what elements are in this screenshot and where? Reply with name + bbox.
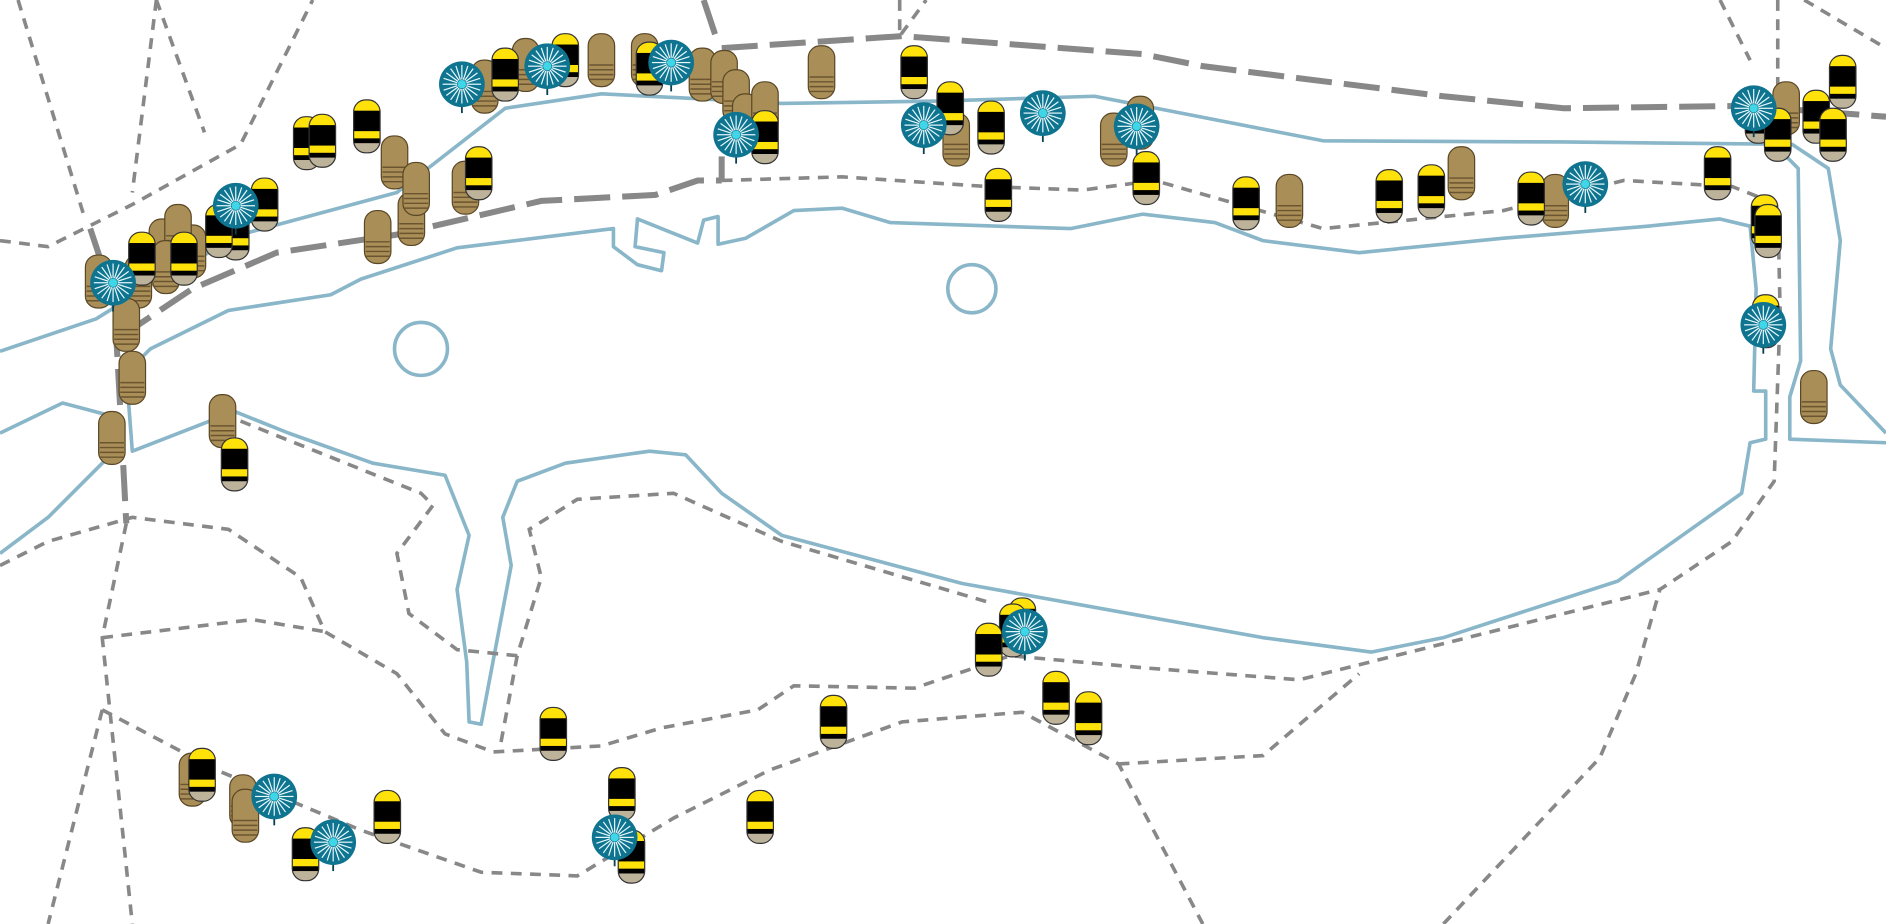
main-path [118,177,722,340]
hive-marker[interactable] [402,161,431,216]
trail [1718,0,1752,61]
bee-marker[interactable] [1754,203,1782,259]
bee-marker[interactable] [308,113,337,168]
bee-marker[interactable] [170,231,198,286]
trail [239,419,987,658]
bee-marker[interactable] [220,437,249,492]
hive-marker[interactable] [587,33,616,88]
hive-marker[interactable] [363,209,392,265]
bee-marker[interactable] [491,47,520,102]
bee-marker[interactable] [936,81,965,136]
hive-marker[interactable] [1799,369,1828,425]
bee-marker[interactable] [1828,54,1857,109]
hive-marker[interactable] [118,350,147,405]
tree-marker[interactable] [1113,103,1160,156]
bee-marker[interactable] [1232,176,1260,231]
trail [0,515,1661,754]
tree-marker[interactable] [251,773,298,826]
tree-marker[interactable] [1019,90,1066,142]
bee-marker[interactable] [188,747,216,802]
bee-marker[interactable] [974,622,1003,677]
tree-marker[interactable] [212,182,259,235]
island-outline [392,320,450,378]
bee-marker[interactable] [1074,691,1103,746]
bee-marker[interactable] [1517,171,1546,226]
tree-marker[interactable] [90,259,136,312]
bee-marker[interactable] [464,146,493,201]
bee-marker[interactable] [1132,150,1161,206]
hive-marker[interactable] [807,45,836,100]
tree-marker[interactable] [310,819,357,872]
bee-marker[interactable] [1417,164,1446,219]
bee-marker[interactable] [128,231,156,286]
hive-marker[interactable] [1447,146,1476,201]
shoreline [0,455,110,555]
trail [46,709,104,924]
hive-marker[interactable] [98,410,126,466]
tree-marker[interactable] [1730,85,1777,138]
trail [16,0,86,218]
tree-marker[interactable] [900,102,947,154]
shoreline [0,401,109,435]
tree-marker[interactable] [713,111,759,164]
bee-marker[interactable] [819,694,848,749]
hive-marker[interactable] [1275,173,1304,228]
island-outline [946,262,998,315]
trail [1118,672,1361,766]
trail [1803,0,1886,50]
bee-marker[interactable] [539,706,568,761]
tree-marker[interactable] [439,61,485,114]
bee-marker[interactable] [353,99,381,154]
bee-marker[interactable] [1375,169,1404,224]
tree-marker[interactable] [591,814,638,867]
trail [130,0,159,193]
trail [100,522,135,924]
tree-marker[interactable] [1740,301,1787,354]
bee-marker[interactable] [900,45,928,100]
trail [0,0,315,249]
shoreline [1784,155,1886,445]
bee-marker[interactable] [608,766,636,822]
hive-marker[interactable] [231,788,260,843]
tree-marker[interactable] [1562,161,1609,213]
bee-marker[interactable] [746,789,775,844]
bee-marker[interactable] [1042,670,1070,725]
bee-marker[interactable] [1819,107,1847,162]
bee-marker[interactable] [984,167,1013,222]
trail [102,617,326,640]
bee-marker[interactable] [1703,146,1732,201]
trail [897,0,928,42]
shoreline [124,206,1768,727]
tree-marker[interactable] [648,39,695,92]
bee-marker[interactable] [373,789,402,844]
main-path [87,227,130,524]
hive-marker[interactable] [112,297,141,352]
trail [721,175,1782,924]
bee-marker[interactable] [977,100,1005,155]
tree-marker[interactable] [1001,608,1048,661]
main-path [721,33,1886,120]
trail [154,0,207,133]
tree-marker[interactable] [524,43,571,96]
bee-marker[interactable] [1763,107,1792,162]
trail [497,655,519,753]
trail [101,708,1205,924]
marker-layer [84,33,1857,884]
main-path [700,0,719,38]
